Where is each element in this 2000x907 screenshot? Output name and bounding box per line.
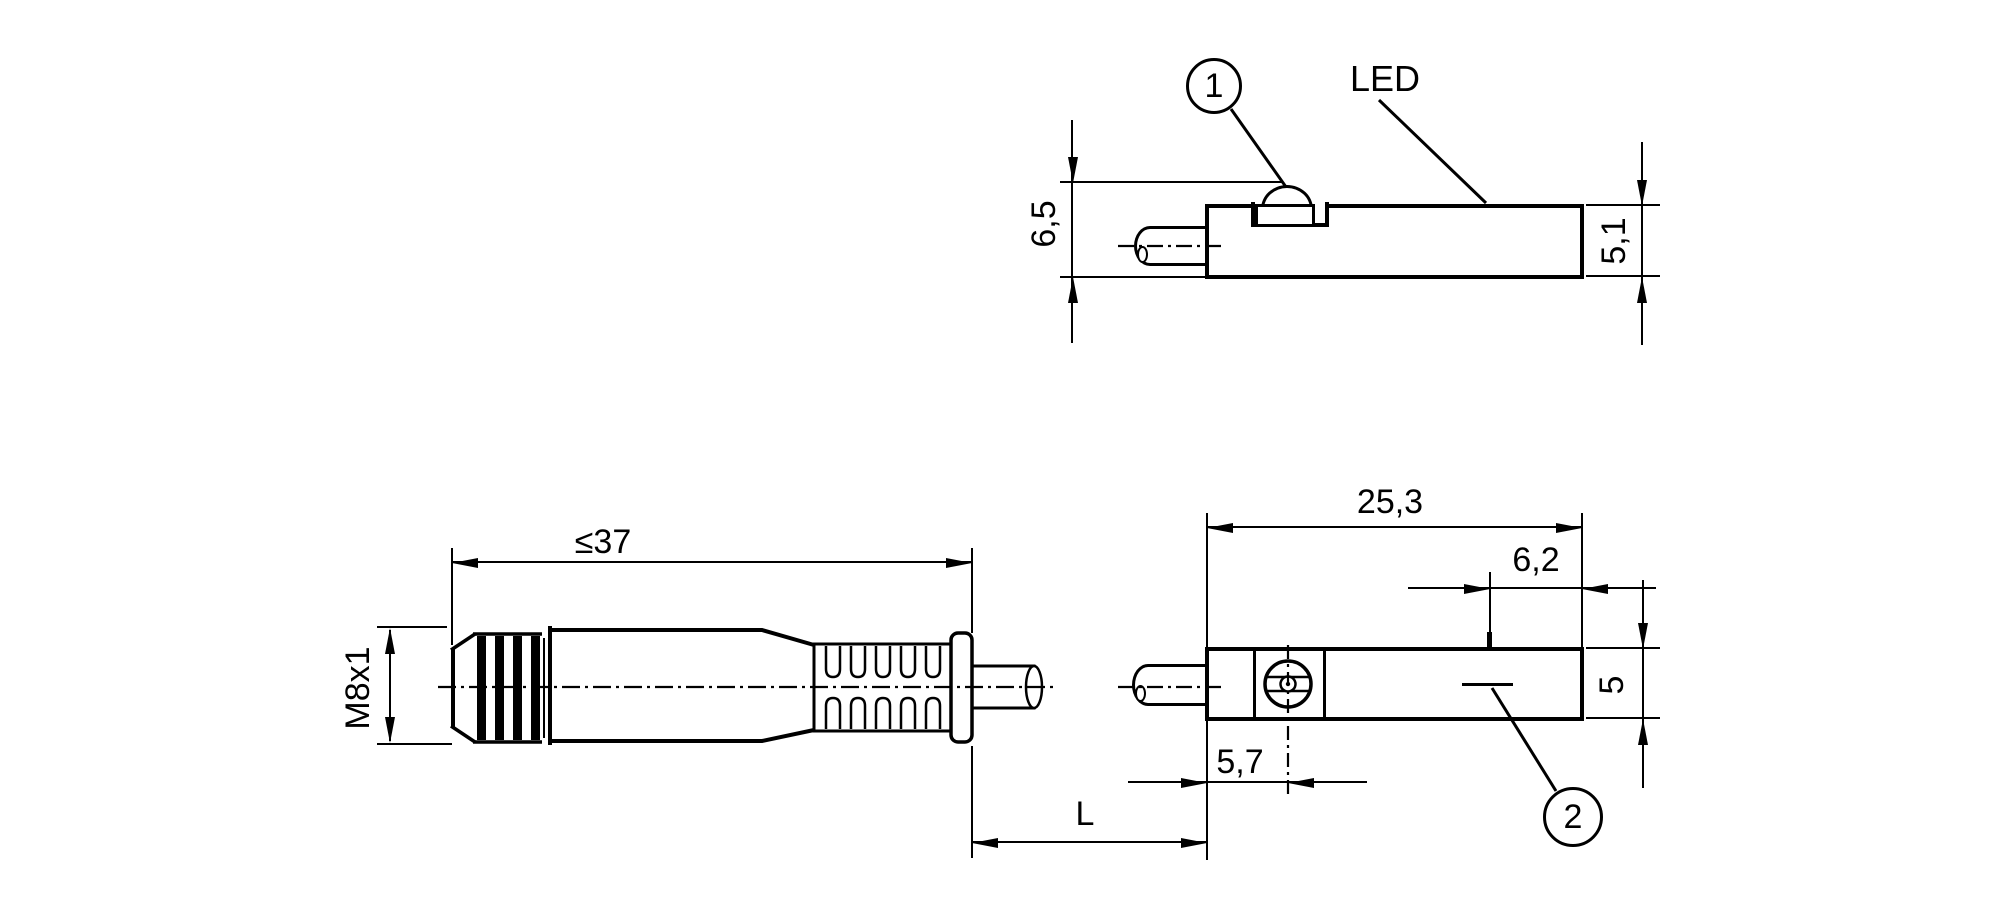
ext-line-bump-top <box>1060 181 1282 183</box>
dim-line-body-length <box>1207 526 1582 528</box>
dim-overall-height-label: 6,5 <box>1025 200 1063 248</box>
led-leader <box>1377 98 1488 205</box>
housing-divider-left <box>1253 651 1256 717</box>
ext-line-connector-cap <box>971 548 973 633</box>
dim-line-cable-length <box>972 841 1207 843</box>
dim-line-body-height <box>1642 580 1644 788</box>
dim-body-height-label: 5 <box>1593 675 1631 695</box>
arrow-thread-top <box>385 628 395 654</box>
arrow-body-length-right <box>1556 523 1582 533</box>
callout-1-number: 1 <box>1204 67 1224 105</box>
ext-line-body-right <box>1581 513 1583 648</box>
dim-line-screw-offset <box>1128 781 1367 783</box>
ext-line-connector-tip <box>451 548 453 645</box>
ext-line-thread-bottom <box>377 743 452 745</box>
ext-line-side-bottom <box>1586 717 1660 719</box>
thread-ridge <box>495 636 504 740</box>
arrow-thread-bottom <box>385 717 395 743</box>
dim-line-connector-length <box>452 561 972 563</box>
dim-housing-height-label: 5,1 <box>1595 217 1633 265</box>
m8-connector-drawing <box>438 626 1056 745</box>
grip-section <box>812 642 955 733</box>
grip-ribs <box>824 646 942 729</box>
ext-line-housing-bottom <box>1586 275 1660 277</box>
sensing-face-mark <box>1462 683 1513 686</box>
arrow-connector-length-right <box>946 558 972 568</box>
ext-line-sensing-point <box>1489 572 1491 647</box>
side-view-housing <box>1205 647 1584 721</box>
side-view-cable-stub <box>1132 664 1210 706</box>
arrow-sensing-right <box>1582 584 1608 594</box>
arrow-body-length-left <box>1207 523 1233 533</box>
arrow-housing-height-top <box>1637 180 1647 206</box>
programming-button-base <box>1255 204 1315 227</box>
dim-line-overall-height <box>1071 120 1073 343</box>
arrow-body-height-top <box>1638 623 1648 649</box>
arrow-sensing-left <box>1464 584 1490 594</box>
dim-line-thread <box>389 630 391 741</box>
dim-thread-label: M8x1 <box>339 646 377 730</box>
dim-line-housing-height <box>1641 142 1643 345</box>
strain-relief-cap <box>949 631 974 744</box>
dim-line-sensing-offset <box>1408 587 1582 589</box>
top-view-housing <box>1205 204 1584 279</box>
arrow-connector-length-left <box>452 558 478 568</box>
arrow-housing-height-bottom <box>1637 277 1647 303</box>
dim-connector-length-label: ≤37 <box>574 523 632 561</box>
arrow-screw-offset-right <box>1288 778 1314 788</box>
dim-tail-sensing-right <box>1582 587 1656 589</box>
led-label: LED <box>1349 58 1421 99</box>
arrow-overall-height-top <box>1068 157 1078 183</box>
thread-ridge <box>477 636 486 740</box>
arrow-body-height-bottom <box>1638 719 1648 745</box>
thread-ridge <box>513 636 522 740</box>
cable-exit <box>968 664 1036 710</box>
ext-line-connector-end <box>971 746 973 858</box>
arrow-cable-length-left <box>972 838 998 848</box>
arrow-screw-offset-left <box>1181 778 1207 788</box>
arrow-overall-height-bottom <box>1068 277 1078 303</box>
sensing-point-tick <box>1487 632 1492 648</box>
ext-line-thread-top <box>377 626 447 628</box>
side-view-cable-end-cap <box>1135 685 1146 702</box>
dim-cable-length-label: L <box>1075 795 1095 833</box>
cable-end <box>1024 664 1044 710</box>
callout-2: 2 <box>1543 787 1603 847</box>
dim-sensing-offset-label: 6,2 <box>1512 541 1560 579</box>
ext-line-side-top <box>1586 647 1660 649</box>
callout-2-number: 2 <box>1563 798 1583 836</box>
callout-1-leader <box>1229 108 1288 188</box>
dim-screw-offset-label: 5,7 <box>1216 743 1264 781</box>
dim-body-length-label: 25,3 <box>1356 483 1424 521</box>
ext-line-top-body-bottom <box>1060 276 1207 278</box>
top-view-cable-end-cap <box>1137 246 1148 263</box>
housing-divider-right <box>1323 651 1326 717</box>
thread-ridge <box>531 636 540 740</box>
arrow-cable-length-right <box>1181 838 1207 848</box>
ext-line-housing-top <box>1586 204 1660 206</box>
callout-1: 1 <box>1186 58 1242 114</box>
